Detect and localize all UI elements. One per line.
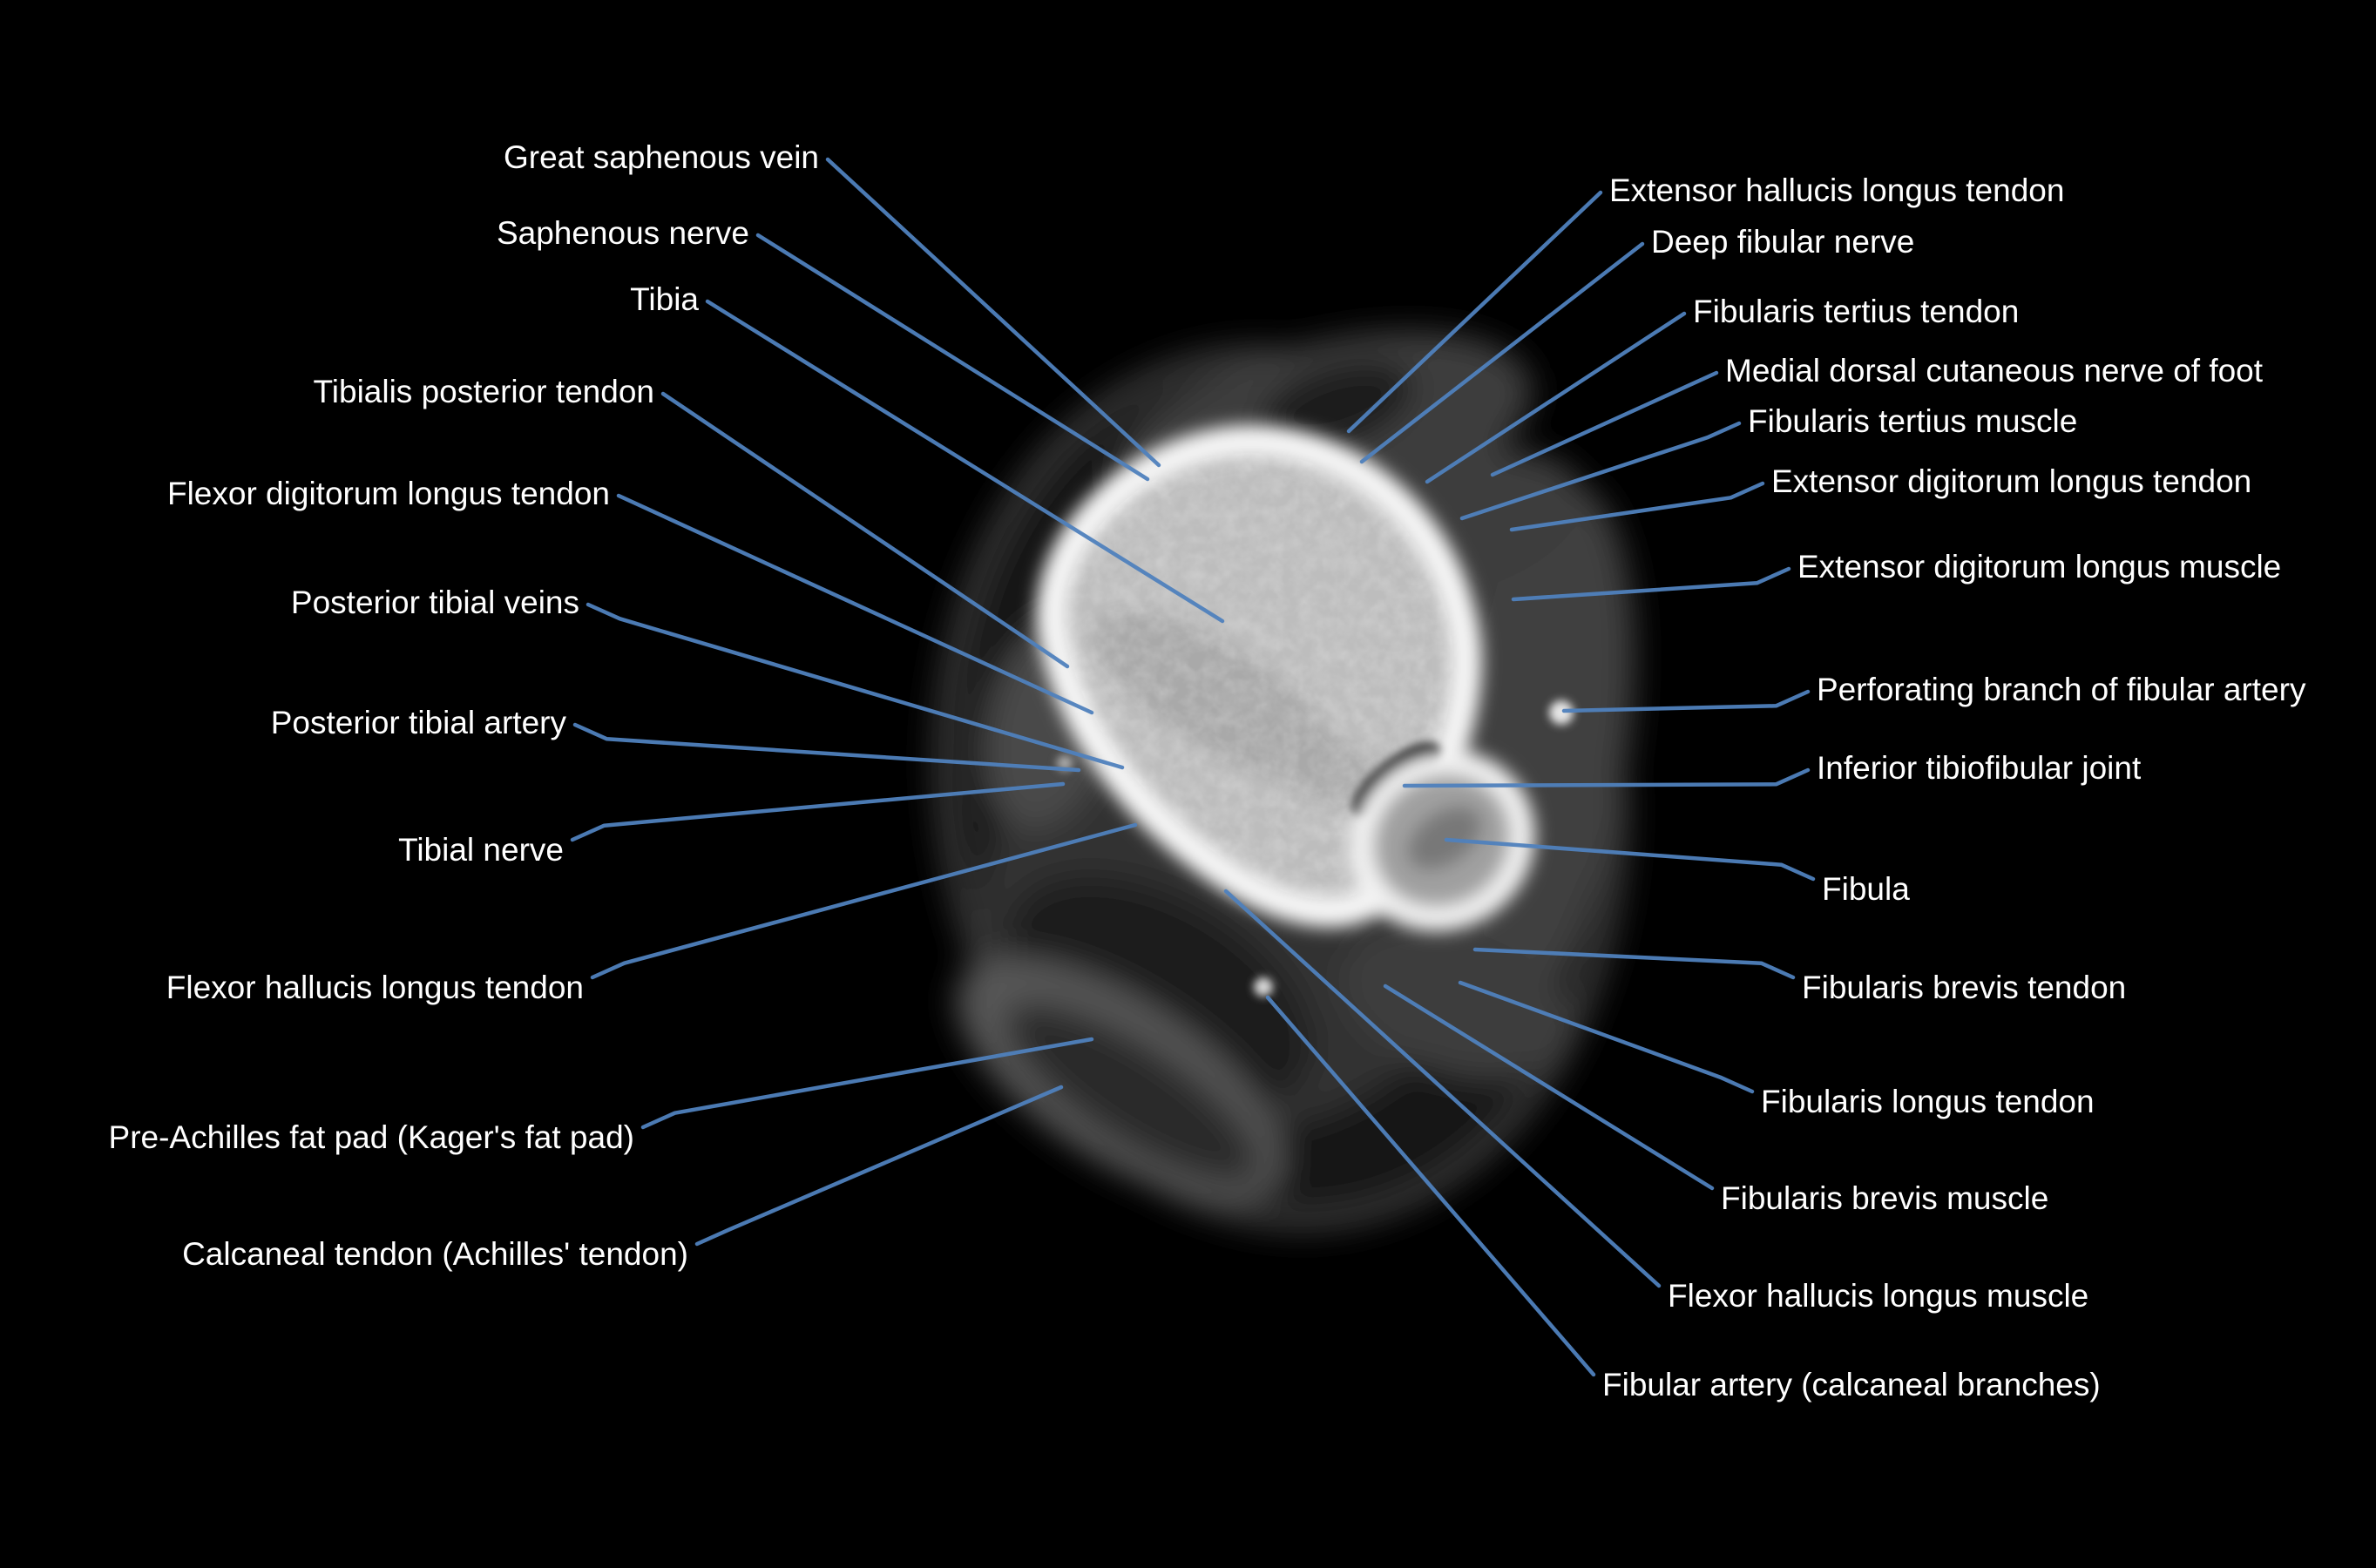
leader-great-saphenous-vein bbox=[825, 157, 1161, 468]
leader-posterior-tibial-artery bbox=[572, 722, 1081, 773]
leader-pre-achilles-fat-pad bbox=[640, 1037, 1094, 1130]
leader-fibular-artery-calcaneal-branches bbox=[1265, 995, 1596, 1377]
leader-perforating-branch-of-fibular-artery bbox=[1561, 689, 1811, 713]
leader-fibularis-tertius-tendon bbox=[1425, 311, 1687, 484]
leader-flexor-digitorum-longus-tendon bbox=[616, 493, 1094, 715]
leader-flexor-hallucis-longus-tendon bbox=[590, 822, 1138, 980]
leader-fibularis-tertius-muscle bbox=[1459, 421, 1742, 521]
leader-tibial-nerve bbox=[570, 781, 1066, 842]
leader-flexor-hallucis-longus-muscle bbox=[1223, 889, 1662, 1288]
leader-deep-fibular-nerve bbox=[1359, 241, 1645, 464]
leader-inferior-tibiofibular-joint bbox=[1402, 767, 1811, 788]
leader-extensor-digitorum-longus-muscle bbox=[1511, 566, 1791, 602]
leader-saphenous-nerve bbox=[755, 233, 1150, 482]
leader-tibia bbox=[705, 299, 1225, 624]
leader-posterior-tibial-veins bbox=[586, 602, 1125, 770]
leader-calcaneal-tendon bbox=[694, 1085, 1064, 1247]
leader-medial-dorsal-cutaneous-nerve-of-foot bbox=[1490, 370, 1719, 477]
leader-fibularis-brevis-muscle bbox=[1383, 983, 1715, 1191]
leader-fibula bbox=[1444, 837, 1816, 882]
leader-fibularis-longus-tendon bbox=[1458, 980, 1755, 1094]
leader-extensor-digitorum-longus-tendon bbox=[1509, 481, 1765, 532]
leader-extensor-hallucis-longus-tendon bbox=[1346, 190, 1603, 434]
leader-tibialis-posterior-tendon bbox=[660, 391, 1070, 669]
leader-fibularis-brevis-tendon bbox=[1472, 947, 1796, 980]
